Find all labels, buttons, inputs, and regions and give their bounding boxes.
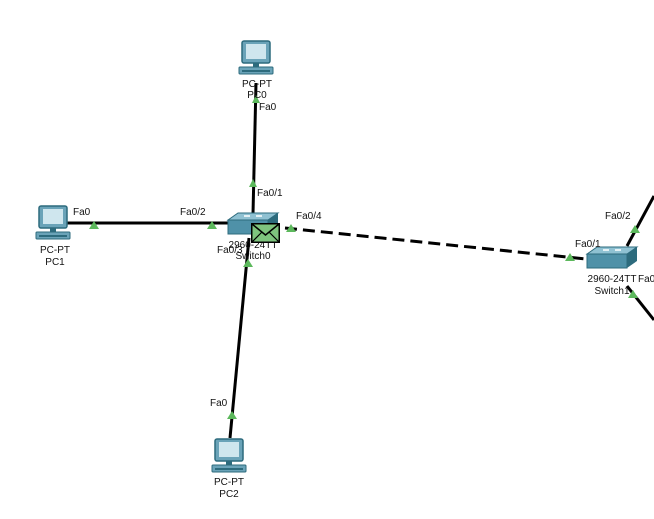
link-pc2-switch0[interactable] bbox=[228, 237, 251, 439]
switch1-name-label: Switch1 bbox=[594, 286, 630, 297]
pc2-name-label: PC2 bbox=[219, 489, 239, 500]
pc1-model-label: PC-PT bbox=[40, 245, 70, 256]
pc1-name-label: PC1 bbox=[45, 257, 65, 268]
port-label-sw0-fa0-3: Fa0/3 bbox=[217, 245, 243, 256]
pc0-name-label: PC0 bbox=[247, 90, 267, 101]
desktop-pc-icon bbox=[35, 205, 71, 240]
switch0-model-label: 2960-24TT bbox=[228, 240, 278, 251]
switch0-name-label: Switch0 bbox=[235, 251, 271, 262]
port-status-sw0-fa0-2 bbox=[207, 221, 217, 229]
link-switch0-switch1[interactable] bbox=[284, 226, 587, 261]
port-status-pc0-fa0 bbox=[252, 95, 260, 103]
port-label-sw0-fa0-2: Fa0/2 bbox=[180, 207, 206, 218]
port-status-sw0-fa0-1 bbox=[249, 179, 257, 187]
switch1-model-label: 2960-24TT bbox=[587, 274, 637, 285]
device-switch1[interactable] bbox=[585, 246, 639, 272]
port-status-sw1-fa0-1 bbox=[565, 253, 575, 261]
port-label-sw0-fa0-1: Fa0/1 bbox=[257, 188, 283, 199]
device-pc0[interactable] bbox=[236, 40, 276, 78]
link-pc0-switch0[interactable] bbox=[251, 82, 258, 215]
port-status-sw1-fa0-x bbox=[628, 290, 638, 298]
port-status-sw1-fa0-2 bbox=[630, 225, 640, 233]
device-pc1[interactable] bbox=[33, 205, 73, 243]
port-label-sw1-fa0-2: Fa0/2 bbox=[605, 211, 631, 222]
port-label-pc1-fa0: Fa0 bbox=[73, 207, 91, 218]
envelope-icon bbox=[251, 223, 280, 243]
port-label-pc0-fa0: Fa0 bbox=[259, 102, 277, 113]
port-label-sw1-fa0-1: Fa0/1 bbox=[575, 239, 601, 250]
port-label-pc2-fa0: Fa0 bbox=[210, 398, 228, 409]
pc0-model-label: PC-PT bbox=[242, 79, 272, 90]
desktop-pc-icon bbox=[238, 40, 274, 75]
device-pc2[interactable] bbox=[209, 438, 249, 476]
pc2-model-label: PC-PT bbox=[214, 477, 244, 488]
port-label-sw1-fa0-x: Fa0 bbox=[638, 274, 654, 285]
pdu-envelope[interactable] bbox=[251, 223, 280, 243]
switch-icon bbox=[585, 246, 639, 269]
port-status-pc1-fa0 bbox=[89, 221, 99, 229]
desktop-pc-icon bbox=[211, 438, 247, 473]
link-switch1-offscreen-up[interactable] bbox=[625, 195, 654, 247]
port-status-pc2-fa0 bbox=[227, 411, 237, 419]
port-status-sw0-fa0-3 bbox=[243, 259, 253, 267]
port-label-sw0-fa0-4: Fa0/4 bbox=[296, 211, 322, 222]
link-switch1-offscreen-down[interactable] bbox=[625, 285, 654, 321]
port-status-sw0-fa0-4 bbox=[286, 224, 296, 232]
